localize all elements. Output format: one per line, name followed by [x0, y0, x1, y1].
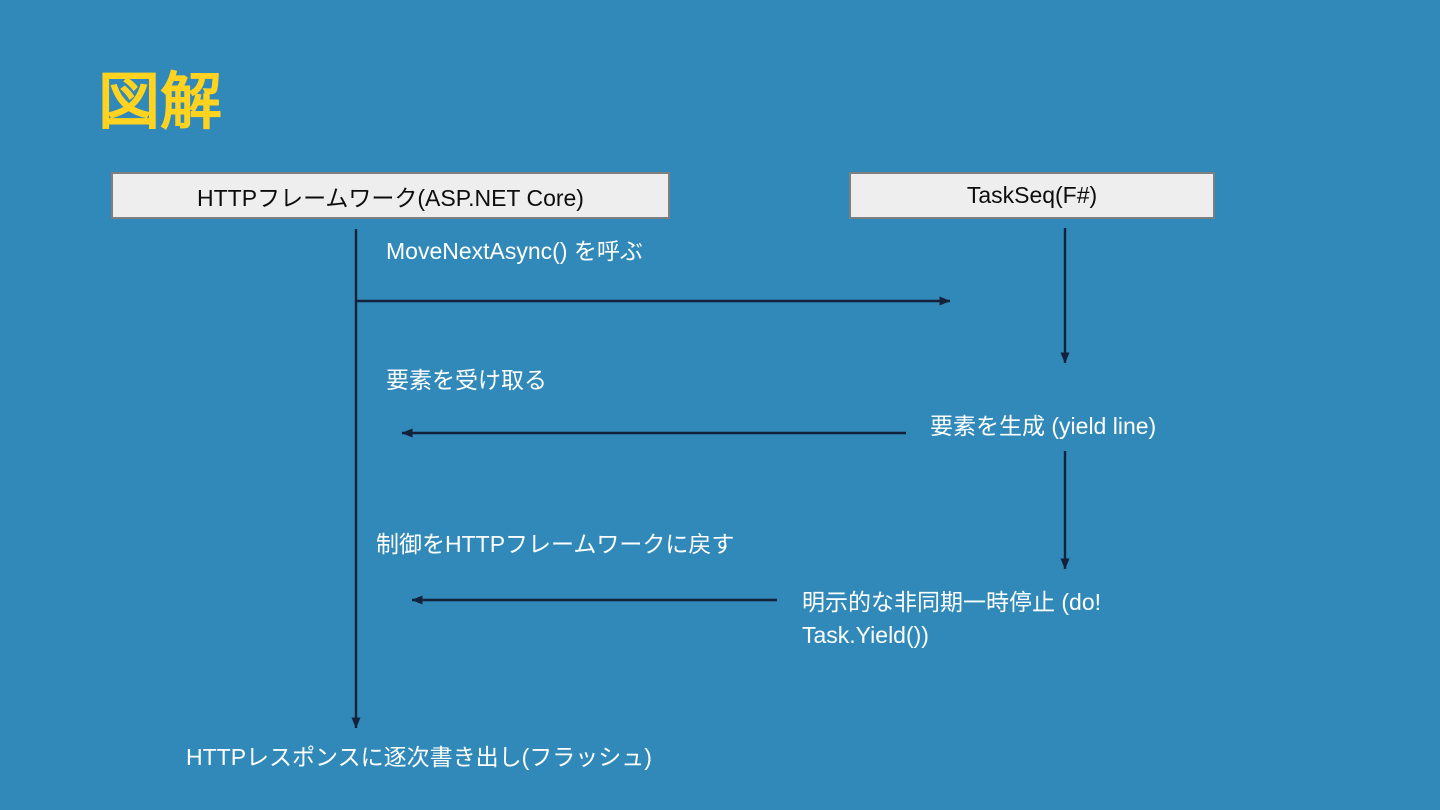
message-label-explicit-async-pause: 明示的な非同期一時停止 (do! Task.Yield()) [802, 589, 1102, 649]
message-label-receive-element: 要素を受け取る [386, 367, 547, 393]
actor-box-http-framework: HTTPフレームワーク(ASP.NET Core) [111, 172, 670, 219]
actor-label-taskseq: TaskSeq(F#) [966, 182, 1098, 208]
actor-label-http-framework: HTTPフレームワーク(ASP.NET Core) [197, 184, 584, 211]
actor-box-taskseq: TaskSeq(F#) [849, 172, 1215, 219]
page-title: 図解 [98, 68, 223, 137]
message-label-yield-element: 要素を生成 (yield line) [930, 413, 1157, 439]
message-label-return-control: 制御をHTTPフレームワークに戻す [376, 531, 735, 557]
message-label-movenextasync: MoveNextAsync() を呼ぶ [386, 238, 643, 264]
message-label-http-response-flush: HTTPレスポンスに逐次書き出し(フラッシュ) [186, 744, 652, 770]
